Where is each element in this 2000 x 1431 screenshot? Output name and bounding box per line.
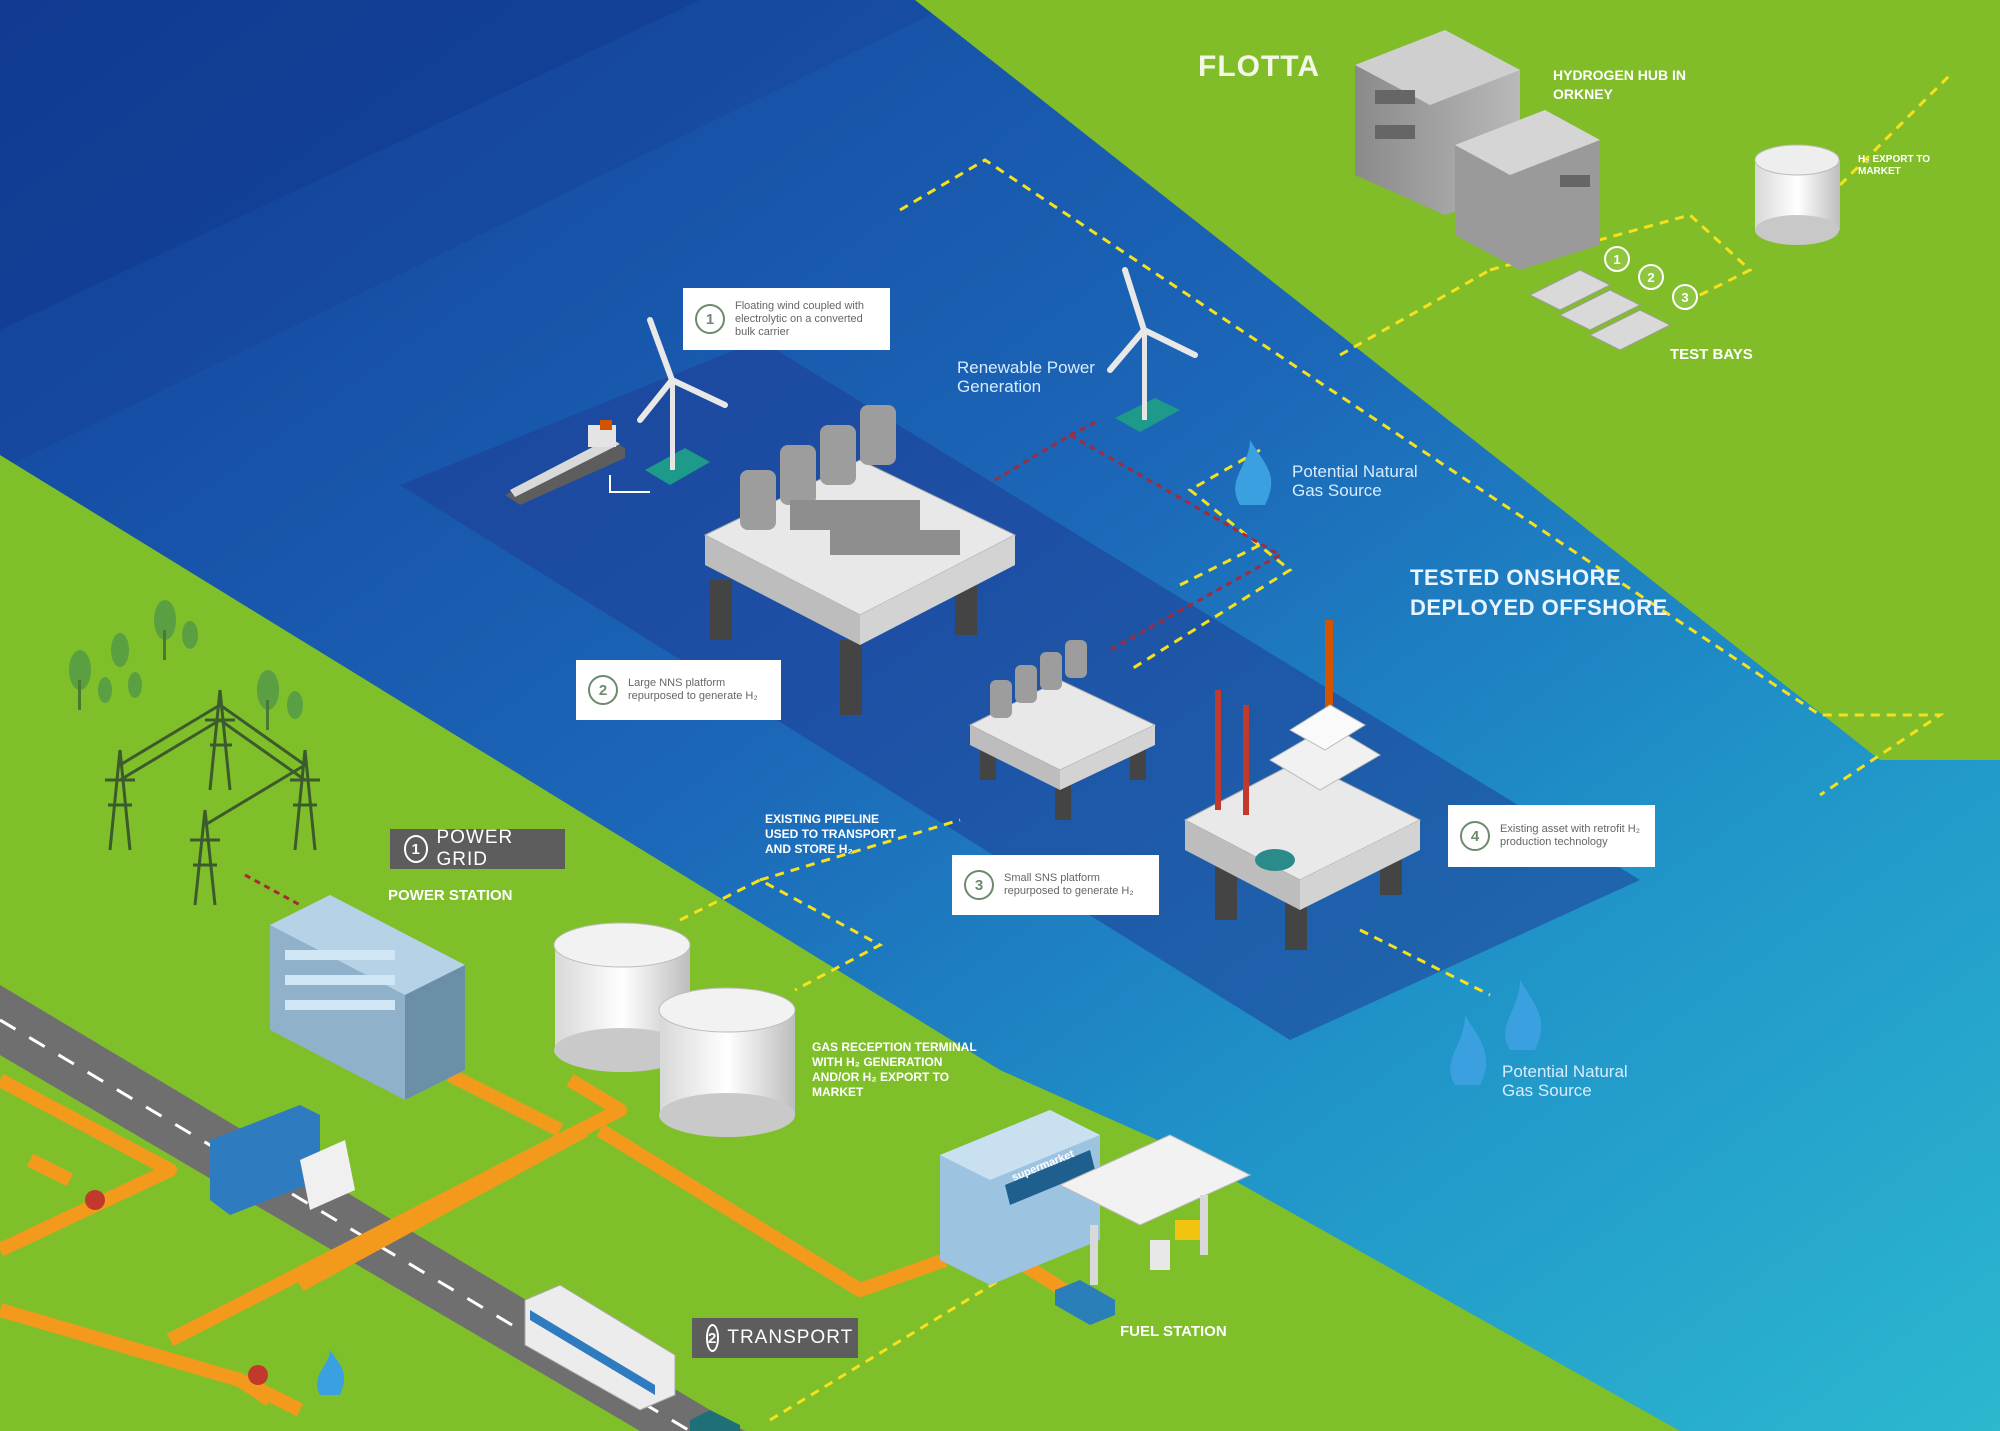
gas-reception-label: GAS RECEPTION TERMINAL WITH H₂ GENERATIO…	[812, 1040, 977, 1099]
test-bays	[1528, 269, 1672, 351]
callout-text: Large NNS platform repurposed to generat…	[628, 677, 758, 702]
transport-badge: 2 TRANSPORT	[692, 1318, 858, 1358]
existing-pipeline-label: EXISTING PIPELINE USED TO TRANSPORT AND …	[765, 812, 897, 856]
fuel-station-canopy	[1058, 1134, 1252, 1285]
wind-turbine-icon	[1107, 267, 1198, 432]
storage-tank-icon	[658, 987, 796, 1137]
renewable-label: Renewable Power Generation	[957, 358, 1095, 396]
platform-icon	[968, 640, 1157, 820]
pipeline	[0, 1068, 1084, 1417]
badge-number: 1	[404, 835, 429, 863]
pylon-icon	[105, 689, 320, 906]
bus-icon	[524, 1284, 676, 1411]
platform-icon	[703, 405, 1017, 715]
fuel-station-label: FUEL STATION	[1120, 1323, 1227, 1340]
yellow-routes	[679, 73, 1952, 1422]
callout-floating-wind: 1 Floating wind coupled with electrolyti…	[683, 288, 890, 350]
truck-icon	[210, 1105, 355, 1215]
test-bay-number: 2	[1638, 264, 1664, 290]
callout-number: 4	[1460, 821, 1490, 851]
wind-turbine-icon	[637, 317, 728, 485]
power-station-building	[270, 895, 465, 1100]
land-mainland	[0, 455, 1680, 1431]
flotta-title: FLOTTA	[1198, 50, 1321, 83]
hydrogen-hub-label: HYDROGEN HUB IN ORKNEY	[1553, 67, 1687, 102]
callout-small-platform: 3 Small SNS platform repurposed to gener…	[952, 855, 1159, 915]
tested-onshore-label: TESTED ONSHORE DEPLOYED OFFSHORE	[1410, 565, 1668, 620]
test-bay-number: 1	[1604, 246, 1630, 272]
trees	[69, 600, 303, 730]
oil-rig-icon	[1183, 620, 1422, 950]
callout-existing-asset: 4 Existing asset with retrofit H₂ produc…	[1448, 805, 1655, 867]
power-station-label: POWER STATION	[388, 887, 513, 904]
hydrogen-hub-buildings	[1355, 30, 1600, 270]
badge-text: POWER GRID	[436, 827, 514, 870]
callout-number: 2	[588, 675, 618, 705]
supermarket-building	[940, 1110, 1100, 1285]
land-flotta	[915, 0, 2000, 760]
test-bays-label: TEST BAYS	[1670, 346, 1753, 363]
callout-large-platform: 2 Large NNS platform repurposed to gener…	[576, 660, 781, 720]
badge-number: 2	[706, 1324, 720, 1352]
test-bay-number: 3	[1672, 284, 1698, 310]
flame-icon	[317, 1350, 345, 1395]
h2-export-label: H₂ EXPORT TO MARKET	[1858, 154, 1931, 177]
storage-tank-icon	[1754, 144, 1840, 245]
callout-text: Existing asset with retrofit H₂ producti…	[1500, 823, 1640, 848]
flame-icon	[1235, 440, 1542, 1085]
power-grid-badge: 1 POWER GRID	[390, 827, 565, 870]
badge-text: TRANSPORT	[727, 1327, 854, 1348]
storage-tank-icon	[553, 922, 691, 1072]
callout-text: Floating wind coupled with electrolytic …	[735, 299, 865, 338]
callout-number: 1	[695, 304, 725, 334]
power-route	[244, 418, 1284, 907]
gas-source-upper-label: Potential Natural Gas Source	[1292, 462, 1418, 500]
gas-source-lower-label: Potential Natural Gas Source	[1502, 1062, 1628, 1100]
car-icon	[690, 1280, 1115, 1431]
callout-text: Small SNS platform repurposed to generat…	[1004, 872, 1134, 897]
ship-icon	[505, 420, 625, 505]
callout-number: 3	[964, 870, 994, 900]
